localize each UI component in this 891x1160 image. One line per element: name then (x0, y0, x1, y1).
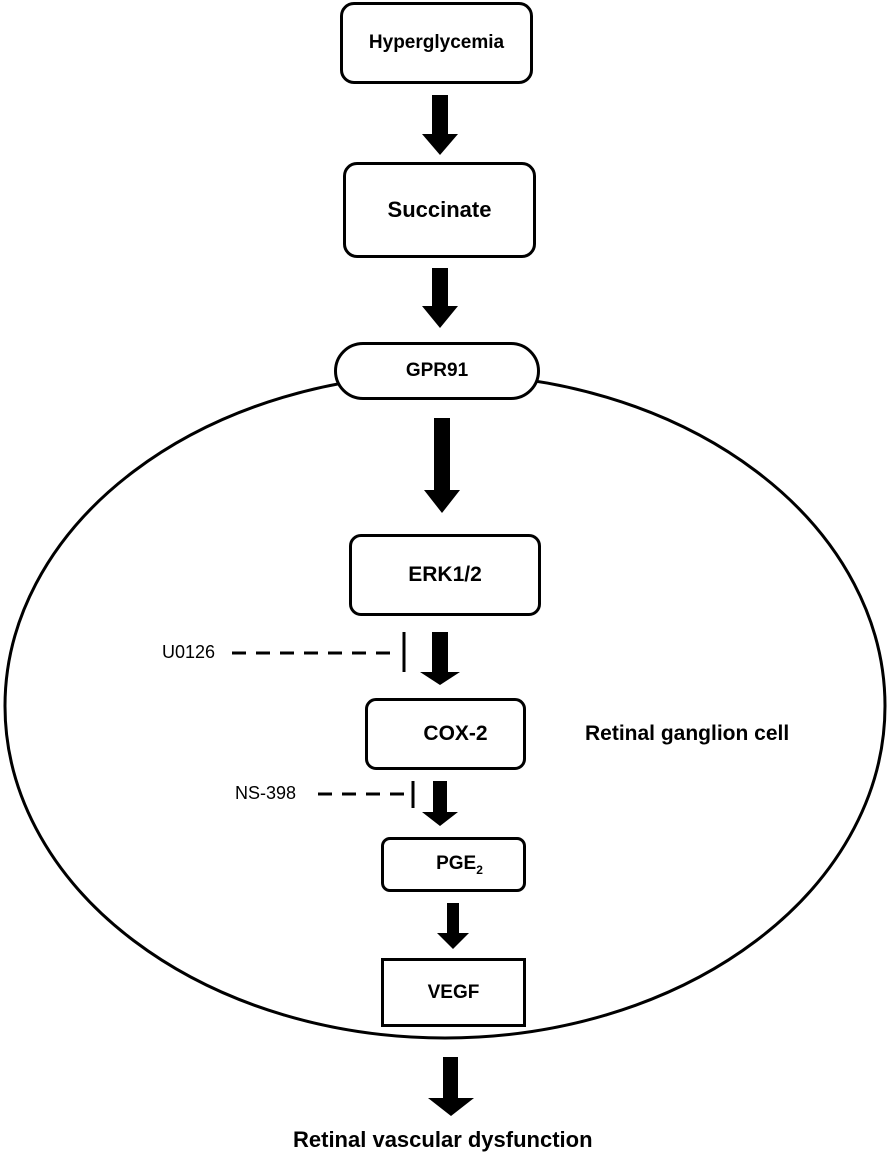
node-vegf-label: VEGF (427, 981, 480, 1003)
node-hyperglycemia-label: Hyperglycemia (368, 32, 505, 53)
node-cox2-label: COX-2 (423, 722, 488, 745)
node-gpr91-label: GPR91 (405, 360, 469, 381)
node-erk: ERK1/2 (349, 534, 541, 616)
arrow-succinate-gpr91 (422, 268, 458, 328)
arrow-gpr91-erk (424, 418, 460, 513)
node-pge2: PGE2 (381, 837, 526, 892)
arrow-cox2-pge2 (422, 781, 458, 826)
node-hyperglycemia: Hyperglycemia (340, 2, 533, 84)
arrow-pge2-vegf (437, 903, 469, 949)
node-cox2: COX-2 (365, 698, 526, 770)
node-erk-label: ERK1/2 (408, 563, 482, 586)
inhibitor-u0126: U0126 (162, 642, 216, 662)
node-pge2-label: PGE2 (436, 853, 483, 877)
inhibitor-ns398: NS-398 (235, 783, 297, 803)
pge2-subscript: 2 (476, 862, 483, 877)
node-succinate: Succinate (343, 162, 536, 258)
outcome-label: Retinal vascular dysfunction (293, 1127, 593, 1152)
node-gpr91: GPR91 (334, 342, 540, 400)
node-succinate-label: Succinate (387, 197, 492, 222)
cell-label: Retinal ganglion cell (585, 722, 790, 745)
arrow-hyperglycemia-succinate (422, 95, 458, 155)
node-vegf: VEGF (381, 958, 526, 1027)
arrow-erk-cox2 (420, 632, 460, 685)
arrow-vegf-outcome (428, 1057, 474, 1116)
pge2-base-text: PGE (436, 852, 477, 874)
